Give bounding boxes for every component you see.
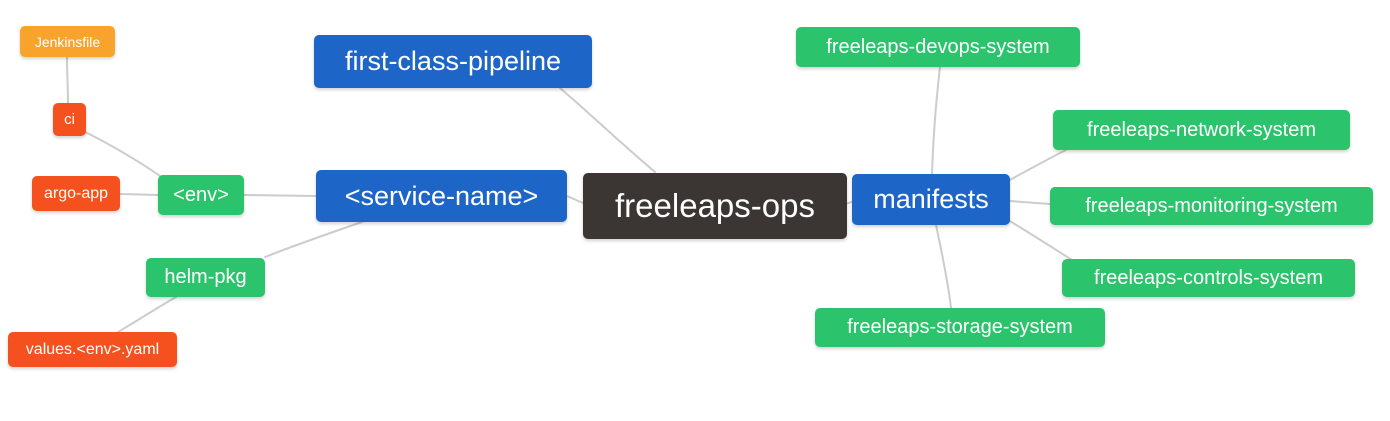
node-label: freeleaps-monitoring-system: [1085, 194, 1338, 217]
edge-manifests-devops: [931, 66, 941, 175]
node-freeleaps-controls-system[interactable]: freeleaps-controls-system: [1062, 259, 1355, 297]
edge-helm-pkg-values-yaml: [117, 296, 177, 333]
edge-first-class-pipeline-root: [559, 87, 656, 173]
edge-argo-app-env: [119, 193, 159, 196]
edge-service-name-helm-pkg: [264, 221, 363, 258]
edge-env-service-name: [243, 194, 317, 197]
node-label: freeleaps-storage-system: [847, 316, 1073, 338]
edge-manifests-storage: [935, 224, 952, 309]
edge-jenkinsfile-ci: [66, 56, 69, 104]
node-env[interactable]: <env>: [158, 175, 244, 215]
edge-service-name-root: [566, 195, 584, 204]
node-first-class-pipeline[interactable]: first-class-pipeline: [314, 35, 592, 88]
node-helm-pkg[interactable]: helm-pkg: [146, 258, 265, 297]
node-label: <env>: [173, 183, 229, 206]
node-label: freeleaps-network-system: [1087, 118, 1316, 141]
node-freeleaps-devops-system[interactable]: freeleaps-devops-system: [796, 27, 1080, 67]
node-manifests[interactable]: manifests: [852, 174, 1010, 225]
edge-ci-env: [84, 131, 161, 177]
node-label: first-class-pipeline: [344, 46, 562, 76]
node-freeleaps-monitoring-system[interactable]: freeleaps-monitoring-system: [1050, 187, 1373, 225]
node-label: <service-name>: [344, 180, 539, 211]
node-label: freeleaps-ops: [615, 187, 815, 224]
node-freeleaps-ops-root[interactable]: freeleaps-ops: [583, 173, 847, 239]
node-label: freeleaps-devops-system: [826, 35, 1050, 58]
node-service-name[interactable]: <service-name>: [316, 170, 567, 222]
node-label: argo-app: [43, 184, 109, 202]
node-freeleaps-network-system[interactable]: freeleaps-network-system: [1053, 110, 1350, 150]
edge-manifests-monitoring: [1009, 200, 1051, 205]
node-label: helm-pkg: [164, 266, 247, 288]
node-label: manifests: [873, 184, 989, 214]
node-label: freeleaps-controls-system: [1094, 266, 1323, 289]
node-jenkinsfile[interactable]: Jenkinsfile: [20, 26, 115, 57]
node-freeleaps-storage-system[interactable]: freeleaps-storage-system: [815, 308, 1105, 347]
node-label: values.<env>.yaml: [25, 340, 160, 358]
node-label: ci: [64, 111, 75, 128]
node-label: Jenkinsfile: [34, 33, 101, 50]
edge-manifests-controls: [1007, 219, 1073, 261]
edge-manifests-network: [1007, 149, 1067, 182]
node-values-env-yaml[interactable]: values.<env>.yaml: [8, 332, 177, 367]
node-ci[interactable]: ci: [53, 103, 86, 136]
node-argo-app[interactable]: argo-app: [32, 176, 120, 211]
